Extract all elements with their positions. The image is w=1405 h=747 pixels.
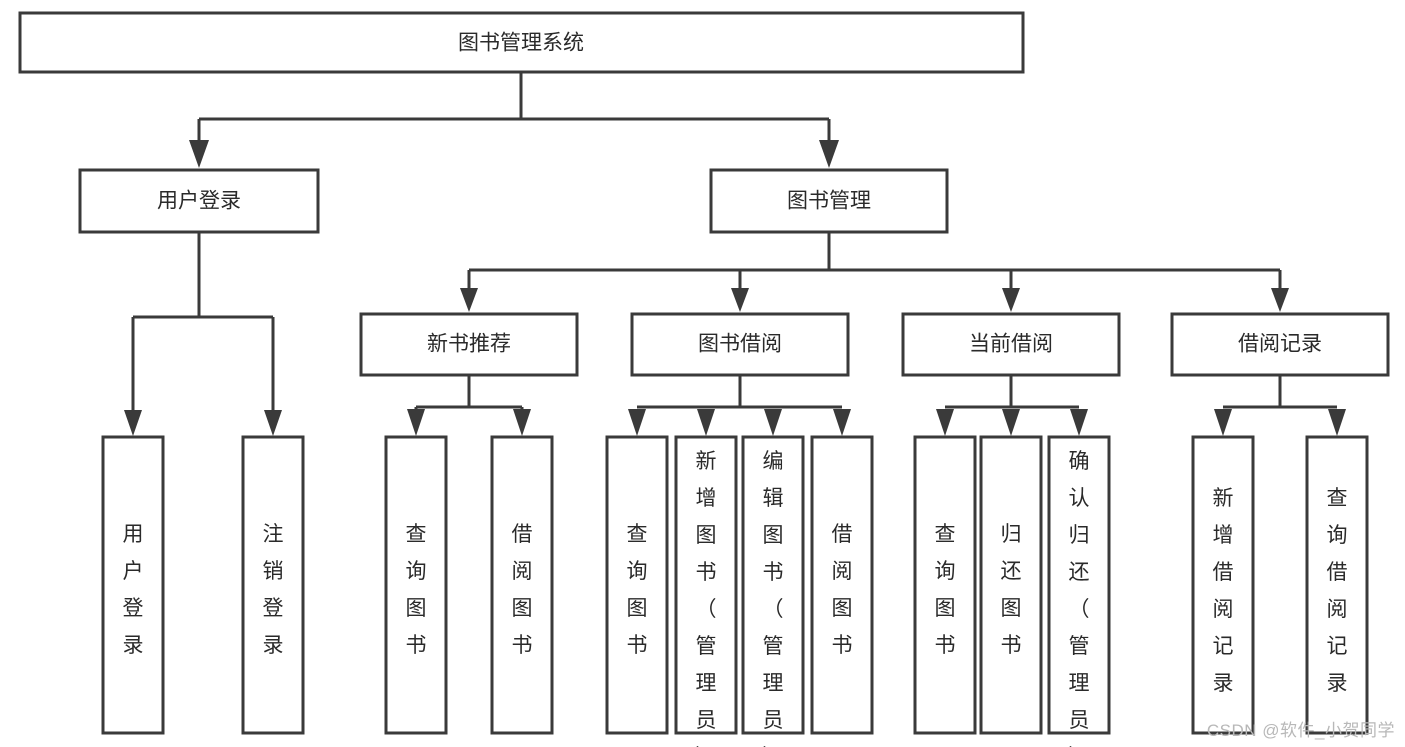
- arrowhead-leaf-add-book: [697, 409, 715, 436]
- edge-layer: [124, 72, 1346, 436]
- node-leaf-query-book-1[interactable]: 查询图书: [384, 435, 448, 735]
- node-leaf-query-book-1-label: 查询图书: [406, 523, 427, 657]
- arrowhead-leaf-confirm-return: [1070, 409, 1088, 436]
- node-user-login-box[interactable]: [78, 168, 320, 234]
- node-leaf-borrow-book-2-box[interactable]: [810, 435, 874, 735]
- node-book-manage[interactable]: 图书管理: [709, 168, 949, 234]
- arrowhead-leaf-user-login: [124, 410, 142, 436]
- node-leaf-query-record-box[interactable]: [1305, 435, 1369, 735]
- arrowhead-leaf-query-book-1: [407, 409, 425, 436]
- arrowhead-leaf-borrow-book-1: [513, 409, 531, 436]
- node-leaf-add-record[interactable]: 新增借阅记录: [1191, 435, 1255, 735]
- node-leaf-query-book-1-box[interactable]: [384, 435, 448, 735]
- arrowhead-leaf-query-record: [1328, 409, 1346, 436]
- node-leaf-borrow-book-1[interactable]: 借阅图书: [490, 435, 554, 735]
- node-leaf-borrow-book-2-label: 借阅图书: [832, 523, 853, 657]
- node-leaf-confirm-return-box[interactable]: [1047, 435, 1111, 735]
- node-current-borrow[interactable]: 当前借阅: [901, 312, 1121, 377]
- node-leaf-borrow-book-1-label: 借阅图书: [512, 523, 533, 657]
- node-leaf-logout-box[interactable]: [241, 435, 305, 735]
- node-borrow-record[interactable]: 借阅记录: [1170, 312, 1390, 377]
- node-leaf-query-book-3-box[interactable]: [913, 435, 977, 735]
- node-leaf-add-book-label: 新增图书（管理员）: [696, 450, 717, 747]
- node-current-borrow-label: 当前借阅: [969, 333, 1053, 356]
- node-leaf-add-record-box[interactable]: [1191, 435, 1255, 735]
- node-book-borrow-label: 图书借阅: [698, 333, 782, 356]
- node-root-box[interactable]: [18, 11, 1025, 74]
- node-leaf-query-record[interactable]: 查询借阅记录: [1305, 435, 1369, 735]
- node-root[interactable]: 图书管理系统: [18, 11, 1025, 74]
- node-book-manage-box[interactable]: [709, 168, 949, 234]
- node-leaf-query-book-3[interactable]: 查询图书: [913, 435, 977, 735]
- arrowhead-book-borrow: [731, 288, 749, 312]
- arrowhead-leaf-logout: [264, 410, 282, 436]
- node-leaf-add-book[interactable]: 新增图书（管理员）: [674, 435, 738, 747]
- arrowhead-book-manage: [819, 140, 839, 168]
- node-book-manage-label: 图书管理: [787, 190, 871, 213]
- node-leaf-borrow-book-2[interactable]: 借阅图书: [810, 435, 874, 735]
- node-leaf-return-book[interactable]: 归还图书: [979, 435, 1043, 735]
- arrowhead-leaf-return-book: [1002, 409, 1020, 436]
- node-root-label: 图书管理系统: [458, 32, 584, 55]
- csdn-watermark: CSDN @软件_小贺同学: [1206, 721, 1395, 740]
- node-leaf-user-login-box[interactable]: [101, 435, 165, 735]
- node-leaf-query-book-2-label: 查询图书: [627, 523, 648, 657]
- node-leaf-add-book-box[interactable]: [674, 435, 738, 735]
- node-leaf-borrow-book-1-box[interactable]: [490, 435, 554, 735]
- node-leaf-return-book-box[interactable]: [979, 435, 1043, 735]
- node-leaf-edit-book-box[interactable]: [741, 435, 805, 735]
- node-leaf-query-record-label: 查询借阅记录: [1327, 487, 1348, 695]
- node-leaf-query-book-2-box[interactable]: [605, 435, 669, 735]
- node-borrow-record-box[interactable]: [1170, 312, 1390, 377]
- node-leaf-query-book-2[interactable]: 查询图书: [605, 435, 669, 735]
- node-book-borrow[interactable]: 图书借阅: [630, 312, 850, 377]
- node-leaf-logout-label: 注销登录: [263, 523, 284, 657]
- node-user-login[interactable]: 用户登录: [78, 168, 320, 234]
- node-book-borrow-box[interactable]: [630, 312, 850, 377]
- arrowhead-leaf-query-book-3: [936, 409, 954, 436]
- arrowhead-user-login: [189, 140, 209, 168]
- arrowhead-leaf-edit-book: [764, 409, 782, 436]
- node-new-book-rec-label: 新书推荐: [427, 333, 511, 356]
- node-current-borrow-box[interactable]: [901, 312, 1121, 377]
- arrowhead-current-borrow: [1002, 288, 1020, 312]
- arrowhead-new-book-rec: [460, 288, 478, 312]
- node-leaf-user-login-label: 用户登录: [123, 523, 144, 657]
- node-leaf-user-login[interactable]: 用户登录: [101, 435, 165, 735]
- arrowhead-borrow-record: [1271, 288, 1289, 312]
- node-user-login-label: 用户登录: [157, 190, 241, 213]
- node-leaf-confirm-return[interactable]: 确认归还（管理员）: [1047, 435, 1111, 747]
- arrowhead-leaf-query-book-2: [628, 409, 646, 436]
- node-leaf-add-record-label: 新增借阅记录: [1213, 487, 1234, 695]
- arrowhead-leaf-add-record: [1214, 409, 1232, 436]
- node-leaf-query-book-3-label: 查询图书: [935, 523, 956, 657]
- node-new-book-rec[interactable]: 新书推荐: [359, 312, 579, 377]
- node-new-book-rec-box[interactable]: [359, 312, 579, 377]
- node-leaf-edit-book[interactable]: 编辑图书（管理员）: [741, 435, 805, 747]
- node-leaf-logout[interactable]: 注销登录: [241, 435, 305, 735]
- node-borrow-record-label: 借阅记录: [1238, 333, 1322, 356]
- node-leaf-return-book-label: 归还图书: [1001, 523, 1022, 657]
- arrowhead-leaf-borrow-book-2: [833, 409, 851, 436]
